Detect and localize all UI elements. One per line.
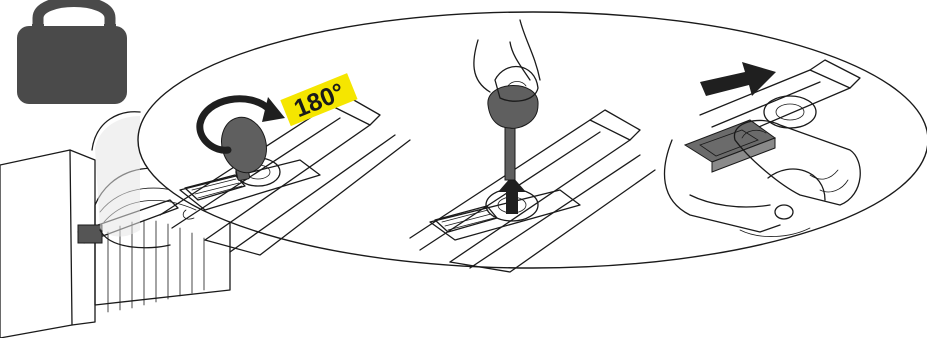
operator-motor: [78, 225, 102, 243]
padlock-icon: [17, 2, 127, 105]
